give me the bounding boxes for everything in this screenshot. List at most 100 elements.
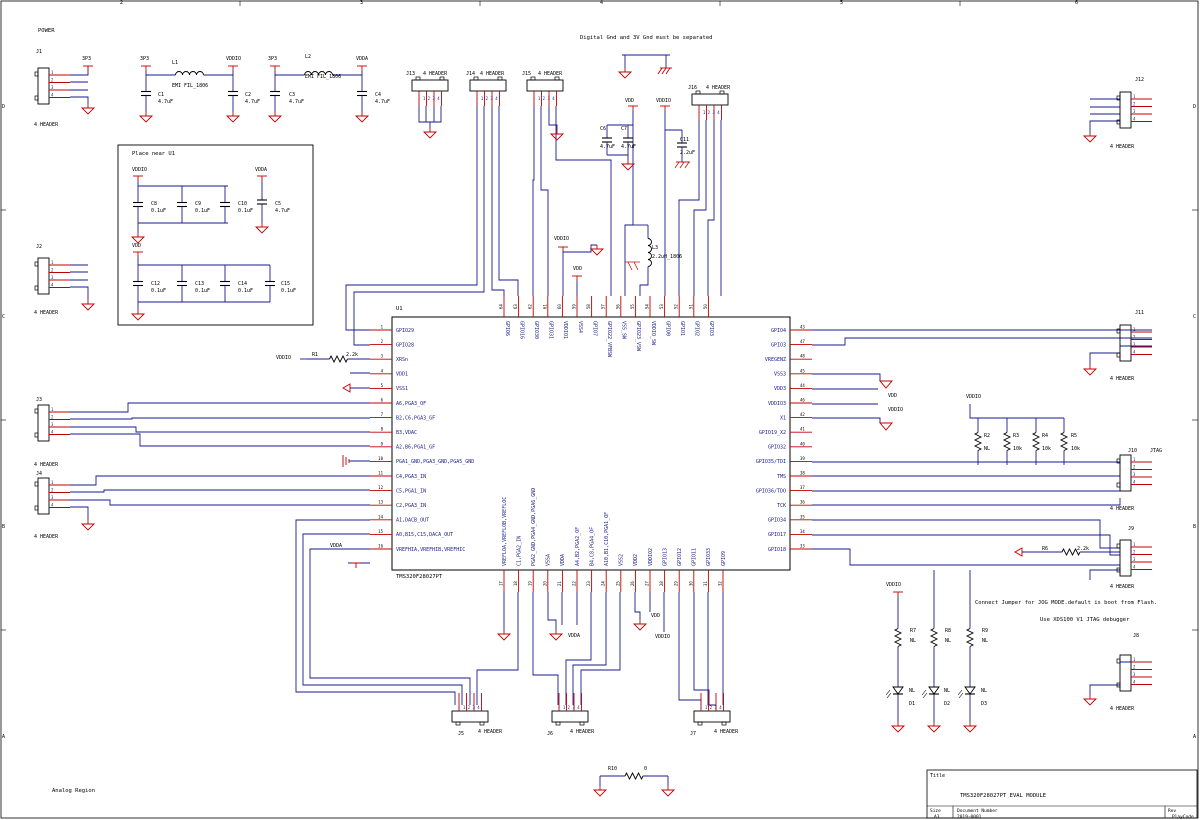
wire (491, 106, 505, 296)
j10-body (1119, 454, 1132, 492)
d3-ref: D3 (981, 701, 987, 707)
border-row-c: C (2, 314, 5, 320)
u1-pin-num-41: 41 (800, 427, 805, 432)
border-row-b-r: B (1193, 524, 1196, 530)
wire-j1-3p3 (70, 66, 89, 76)
j12-key-bottom (1116, 119, 1121, 125)
u1-pin-num-1: 1 (381, 325, 384, 330)
r7-zigzag (893, 628, 903, 647)
j5-body (451, 710, 489, 723)
u1-pin-name-56: VSS_SW (621, 321, 627, 340)
u1-pin-name-43: GPIO4 (771, 328, 786, 334)
c15-ref: C15 (281, 281, 290, 287)
net-vdd-box: VDD (132, 243, 141, 249)
j16-key-left (695, 90, 701, 95)
u1-pin-num-61: 61 (542, 304, 547, 309)
border-row-b: B (2, 524, 5, 530)
u1-pin-name-11: C4,PGA3_IN (396, 474, 426, 480)
net-vdd-c6: VDD (625, 98, 634, 104)
u1-pin-name-44: VDD3 (774, 386, 786, 392)
u1-pin-num-53: 53 (659, 304, 664, 309)
r7-ref: R7 (910, 628, 916, 634)
r10-gnd-left (592, 789, 608, 797)
j9-key-top (1116, 543, 1121, 549)
u1-pin-name-63: GPIO16 (518, 321, 524, 339)
r4-value: 10k (1042, 446, 1051, 452)
pullup-1-zigzag (1002, 432, 1012, 451)
l2-ref: L2 (305, 54, 311, 60)
c15-value: 0.1uF (281, 288, 296, 294)
d3-value: NL (981, 688, 987, 694)
net-vdd-pin26: VDD (651, 613, 660, 619)
j3-label: 4 HEADER (34, 462, 59, 468)
j12-ref: J12 (1135, 77, 1144, 83)
u1-pin-name-30: GPIO11 (692, 548, 698, 566)
j11-ref: J11 (1135, 310, 1144, 316)
wire (70, 426, 370, 433)
j8-label: 4 HEADER (1110, 706, 1135, 712)
u1-pin-num-10: 10 (378, 456, 383, 461)
wire (70, 506, 89, 520)
u1-pin-name-19: PGA2_GND,PGA4_GND,PGA6_GND (531, 488, 537, 566)
j9-ref: J9 (1128, 526, 1134, 532)
j2-pin-num-2: 2 (51, 268, 54, 273)
j11-pin-num-2: 2 (1133, 335, 1136, 340)
j13-body (411, 79, 449, 92)
u1-pin-name-40: GPIO32 (768, 445, 786, 451)
chassis-gnd-3 (665, 67, 671, 75)
d1-ray-2 (886, 692, 892, 699)
c1-value: 4.7uF (158, 99, 173, 105)
rev-label: Rev (1168, 808, 1176, 814)
r10-gnd-right (660, 789, 676, 797)
u1-pin-num-24: 24 (601, 581, 606, 586)
u1-pin-name-17: VREFLOA,VREFLOB,VREFLOC (502, 497, 508, 566)
j11-body (1119, 324, 1132, 362)
j6-key-left (555, 721, 561, 726)
wire (707, 592, 716, 706)
u1-pin-name-51: GPIO2 (694, 321, 700, 336)
pullup-0-zigzag (973, 432, 983, 451)
wire-j13 (418, 106, 442, 123)
u1-pin-name-62: GPIO30 (533, 321, 539, 339)
u1-pin-num-17: 17 (499, 581, 504, 586)
j15-key-right (554, 76, 560, 81)
wire (498, 106, 519, 296)
analog-region-note: Analog Region (52, 788, 95, 794)
j1-pin-num-2: 2 (51, 78, 54, 83)
border-row-c-r: C (1193, 314, 1196, 320)
wire (1089, 684, 1120, 695)
pin19-gnd (548, 633, 564, 641)
u1-pin-num-14: 14 (378, 514, 383, 519)
d2-ray-2 (922, 692, 928, 699)
j14-body (469, 79, 507, 92)
u1-pin-name-41: GPIO19_X2 (759, 430, 786, 436)
wire-j1-gnd (70, 96, 89, 104)
u1-pin-num-60: 60 (557, 304, 562, 309)
wire (70, 286, 89, 300)
u1-pin-name-36: TCK (777, 503, 786, 509)
wire (580, 592, 621, 705)
u1-pin-name-13: C2,PGA3_IN (396, 503, 426, 509)
place-near-note: Place near U1 (132, 151, 175, 157)
size-label: Size (930, 808, 941, 814)
r1-value: 2.2k (346, 352, 358, 358)
rev-value: PlayCode (1172, 814, 1194, 820)
j1-body (37, 67, 50, 105)
wire (137, 257, 270, 266)
u1-pin-num-27: 27 (645, 581, 650, 586)
c12-value: 0.1uF (151, 288, 166, 294)
j14-label: 4 HEADER (480, 71, 505, 77)
wire (812, 534, 1120, 556)
l3-ref: L3 (652, 245, 658, 251)
j16-body (691, 93, 729, 106)
c4-ref: C4 (375, 92, 381, 98)
wire (812, 519, 1120, 549)
u1-pin-name-16: VREFHIA,VREFHIB,VREFHIC (396, 547, 465, 553)
u1-pin-name-31: GPIO33 (706, 548, 712, 566)
pin17-gnd (496, 633, 512, 641)
wire (812, 337, 1152, 346)
j10-pin-num-2: 2 (1133, 465, 1136, 470)
u1-pin-name-12: C5,PGA1_IN (396, 488, 426, 494)
wire (639, 280, 649, 296)
u1-pin-name-23: B4,C8,PGA4_OF (589, 527, 595, 566)
